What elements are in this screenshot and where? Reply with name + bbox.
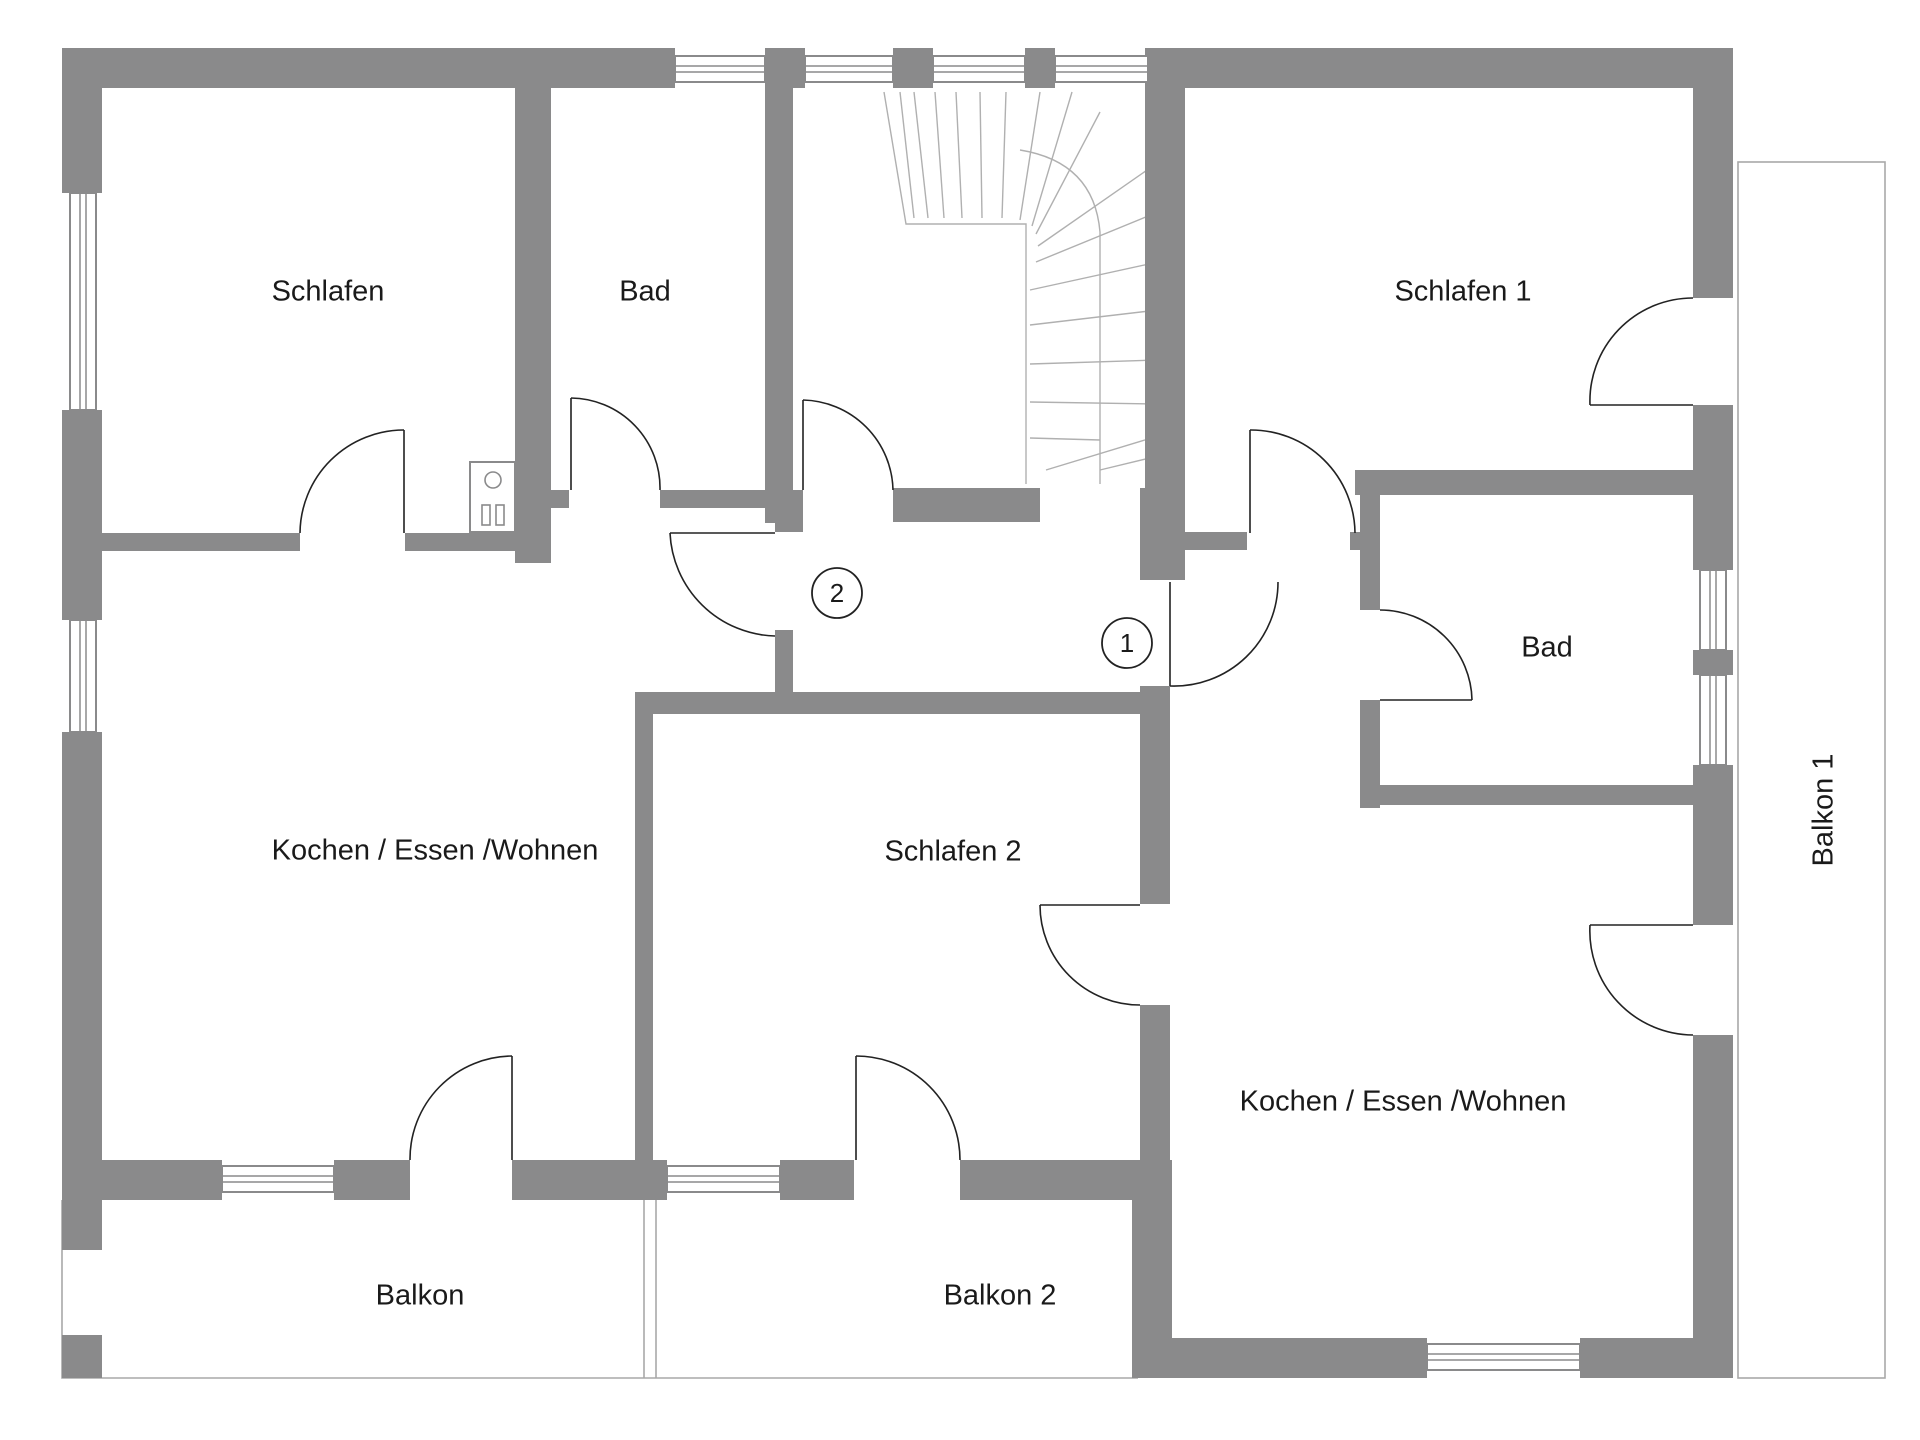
door-balkon-2 bbox=[855, 1055, 961, 1161]
door-schlafen-1-balcony bbox=[1589, 297, 1694, 406]
door-schlafen bbox=[299, 429, 405, 534]
entrance-marker-1-label: 1 bbox=[1120, 628, 1134, 658]
door-stair-hall bbox=[802, 399, 894, 491]
door-bad-left bbox=[570, 397, 661, 491]
door-swings bbox=[299, 297, 1694, 1161]
room-label-schlafen-2: Schlafen 2 bbox=[884, 836, 1021, 868]
window-left-2 bbox=[69, 619, 97, 733]
door-schlafen-2 bbox=[1039, 904, 1141, 1006]
entrance-marker-2-label: 2 bbox=[830, 578, 844, 608]
window-bottom-2 bbox=[666, 1165, 781, 1193]
window-right-bad-1 bbox=[1699, 569, 1727, 651]
room-label-balkon: Balkon bbox=[376, 1280, 465, 1312]
door-balkon bbox=[409, 1055, 513, 1161]
room-label-kochen-left: Kochen / Essen /Wohnen bbox=[272, 835, 599, 867]
window-right-bad-2 bbox=[1699, 674, 1727, 766]
window-top-1 bbox=[674, 55, 766, 83]
stove-icon bbox=[469, 461, 516, 533]
door-kochen-right-balcony bbox=[1589, 924, 1694, 1036]
window-bottom-1 bbox=[221, 1165, 335, 1193]
room-labels: Schlafen Bad Schlafen 1 Bad Kochen / Ess… bbox=[272, 276, 1840, 1312]
window-top-2 bbox=[804, 55, 894, 83]
staircase bbox=[883, 91, 1159, 484]
balkon-1-outline bbox=[1737, 161, 1886, 1379]
door-entrance-1 bbox=[1169, 581, 1279, 687]
room-label-balkon-2: Balkon 2 bbox=[944, 1280, 1057, 1312]
door-schlafen-1-inner bbox=[1249, 429, 1356, 534]
room-label-kochen-right: Kochen / Essen /Wohnen bbox=[1240, 1086, 1567, 1118]
room-label-schlafen: Schlafen bbox=[272, 276, 385, 308]
walls bbox=[62, 48, 1733, 1378]
room-label-bad-right: Bad bbox=[1521, 632, 1573, 664]
room-label-balkon-1: Balkon 1 bbox=[1808, 754, 1840, 867]
window-top-4 bbox=[1054, 55, 1149, 83]
door-bad-right bbox=[1379, 609, 1473, 701]
windows bbox=[69, 55, 1727, 1371]
window-top-3 bbox=[932, 55, 1026, 83]
room-label-bad-left: Bad bbox=[619, 276, 671, 308]
window-left-1 bbox=[69, 192, 97, 411]
entrance-marker-1: 1 bbox=[1101, 617, 1153, 669]
window-bottom-3 bbox=[1426, 1343, 1581, 1371]
door-entrance-2 bbox=[669, 532, 776, 637]
room-label-schlafen-1: Schlafen 1 bbox=[1394, 276, 1531, 308]
entrance-marker-2: 2 bbox=[811, 567, 863, 619]
